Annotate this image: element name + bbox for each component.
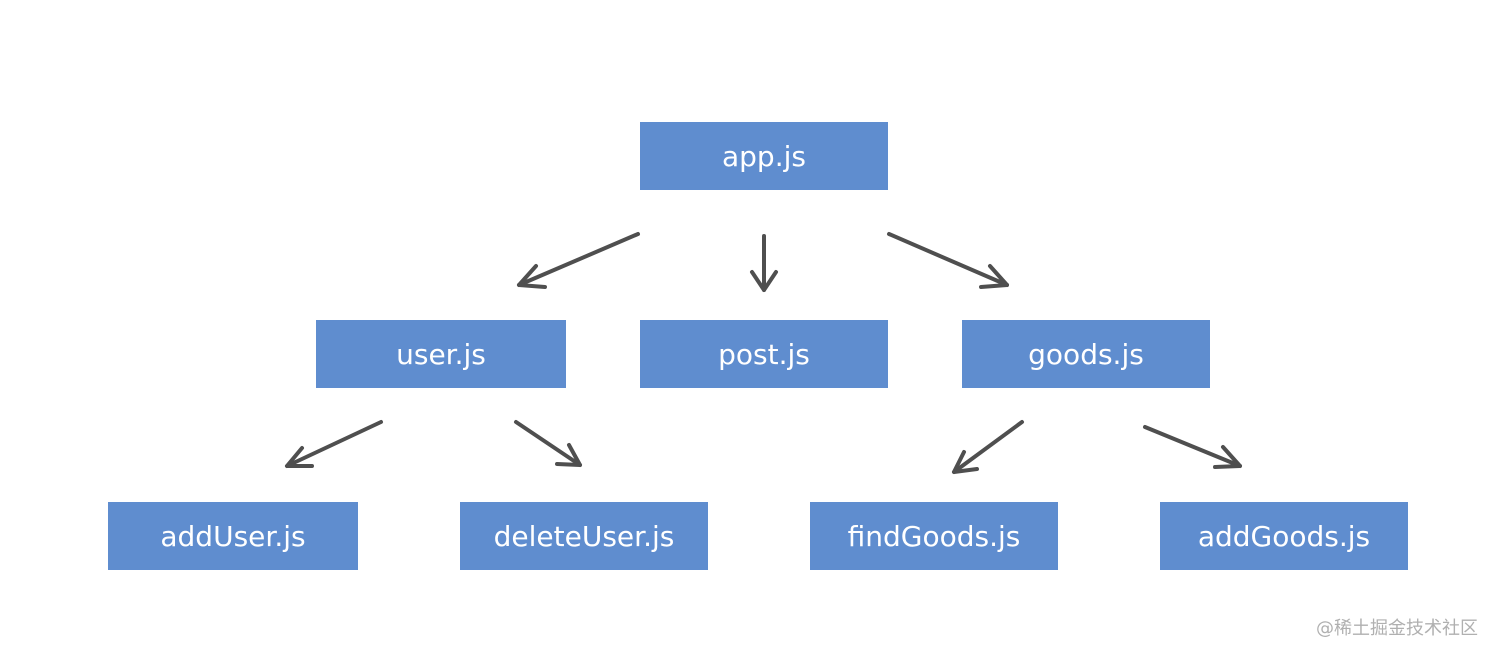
node-user-js: user.js xyxy=(316,320,566,388)
node-goods-js: goods.js xyxy=(962,320,1210,388)
watermark: @稀土掘金技术社区 xyxy=(1316,618,1478,639)
edge-goods-to-findgoods xyxy=(952,420,1024,474)
edge-goods-to-addgoods xyxy=(1143,425,1242,469)
node-addgoods-js: addGoods.js xyxy=(1160,502,1408,570)
node-app-js: app.js xyxy=(640,122,888,190)
edge-app-to-goods xyxy=(887,232,1009,289)
node-post-js: post.js xyxy=(640,320,888,388)
node-deleteuser-js: deleteUser.js xyxy=(460,502,708,570)
edge-app-to-user xyxy=(517,232,640,289)
edge-app-to-post xyxy=(750,234,778,292)
node-findgoods-js: findGoods.js xyxy=(810,502,1058,570)
edge-user-to-deleteuser xyxy=(514,420,582,467)
edge-user-to-adduser xyxy=(285,420,383,468)
node-adduser-js: addUser.js xyxy=(108,502,358,570)
